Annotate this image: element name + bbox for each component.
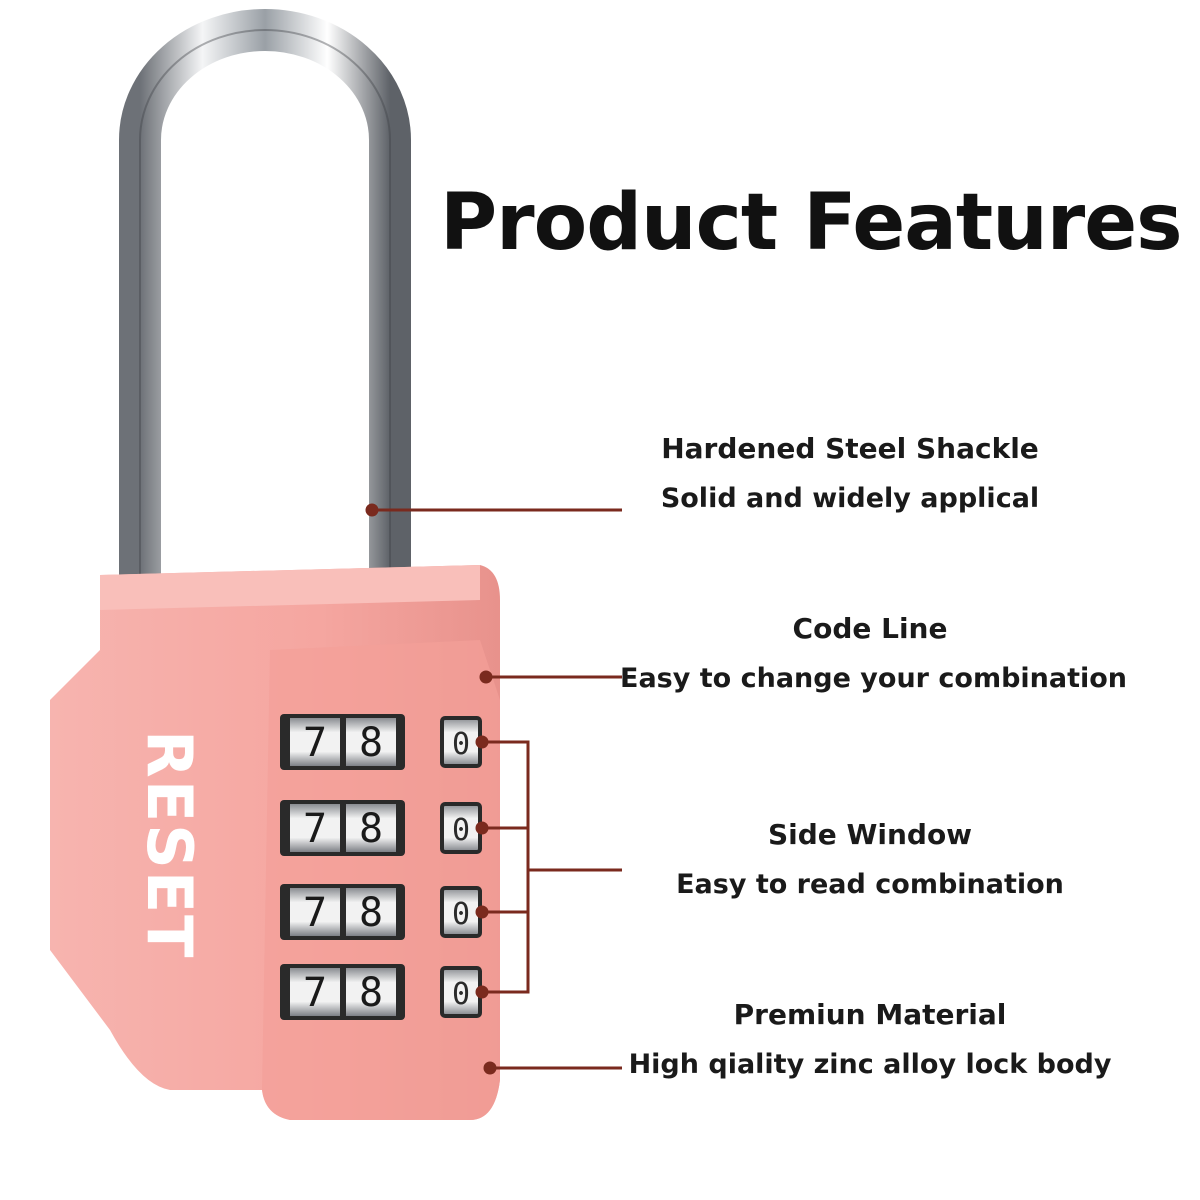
dial-digit: 8 xyxy=(359,806,383,852)
side-window-digit: 0 xyxy=(452,813,470,848)
feature-material: Premiun Material High qiality zinc alloy… xyxy=(620,998,1120,1080)
page-title: Product Features xyxy=(440,178,1183,268)
feature-description: High qiality zinc alloy lock body xyxy=(628,1049,1112,1080)
dial-wheel xyxy=(290,804,340,852)
dial-digit: 7 xyxy=(303,970,327,1016)
side-window-digit: 0 xyxy=(452,897,470,932)
callout-bracket-side-window xyxy=(482,740,622,994)
dial-wheel xyxy=(290,968,340,1016)
dial-digit: 7 xyxy=(303,720,327,766)
feature-description: Easy to read combination xyxy=(676,869,1064,900)
dial-digit: 8 xyxy=(359,970,383,1016)
dial-wheel xyxy=(346,968,396,1016)
dial-wheel xyxy=(346,804,396,852)
side-window-digit: 0 xyxy=(452,977,470,1012)
dial-digit: 8 xyxy=(359,890,383,936)
feature-heading: Hardened Steel Shackle xyxy=(661,432,1039,465)
feature-heading: Code Line xyxy=(792,612,948,645)
feature-description: Solid and widely applical xyxy=(660,483,1040,514)
dial-digit: 7 xyxy=(303,806,327,852)
feature-shackle: Hardened Steel Shackle Solid and widely … xyxy=(625,432,1075,514)
feature-heading: Side Window xyxy=(767,818,973,851)
feature-code-line: Code Line Easy to change your combinatio… xyxy=(620,612,1128,694)
feature-description: Easy to change your combination xyxy=(620,663,1128,694)
side-window-digit: 0 xyxy=(452,727,470,762)
dial-wheel xyxy=(346,718,396,766)
dial-digit: 8 xyxy=(359,720,383,766)
dial-digit: 7 xyxy=(303,890,327,936)
feature-side-window: Side Window Easy to read combination xyxy=(640,818,1100,900)
dial-wheel xyxy=(290,888,340,936)
brand-logo: RESET xyxy=(133,730,206,959)
shackle xyxy=(119,9,411,600)
dial-wheel xyxy=(346,888,396,936)
feature-heading: Premiun Material xyxy=(733,998,1007,1031)
dial-wheel xyxy=(290,718,340,766)
